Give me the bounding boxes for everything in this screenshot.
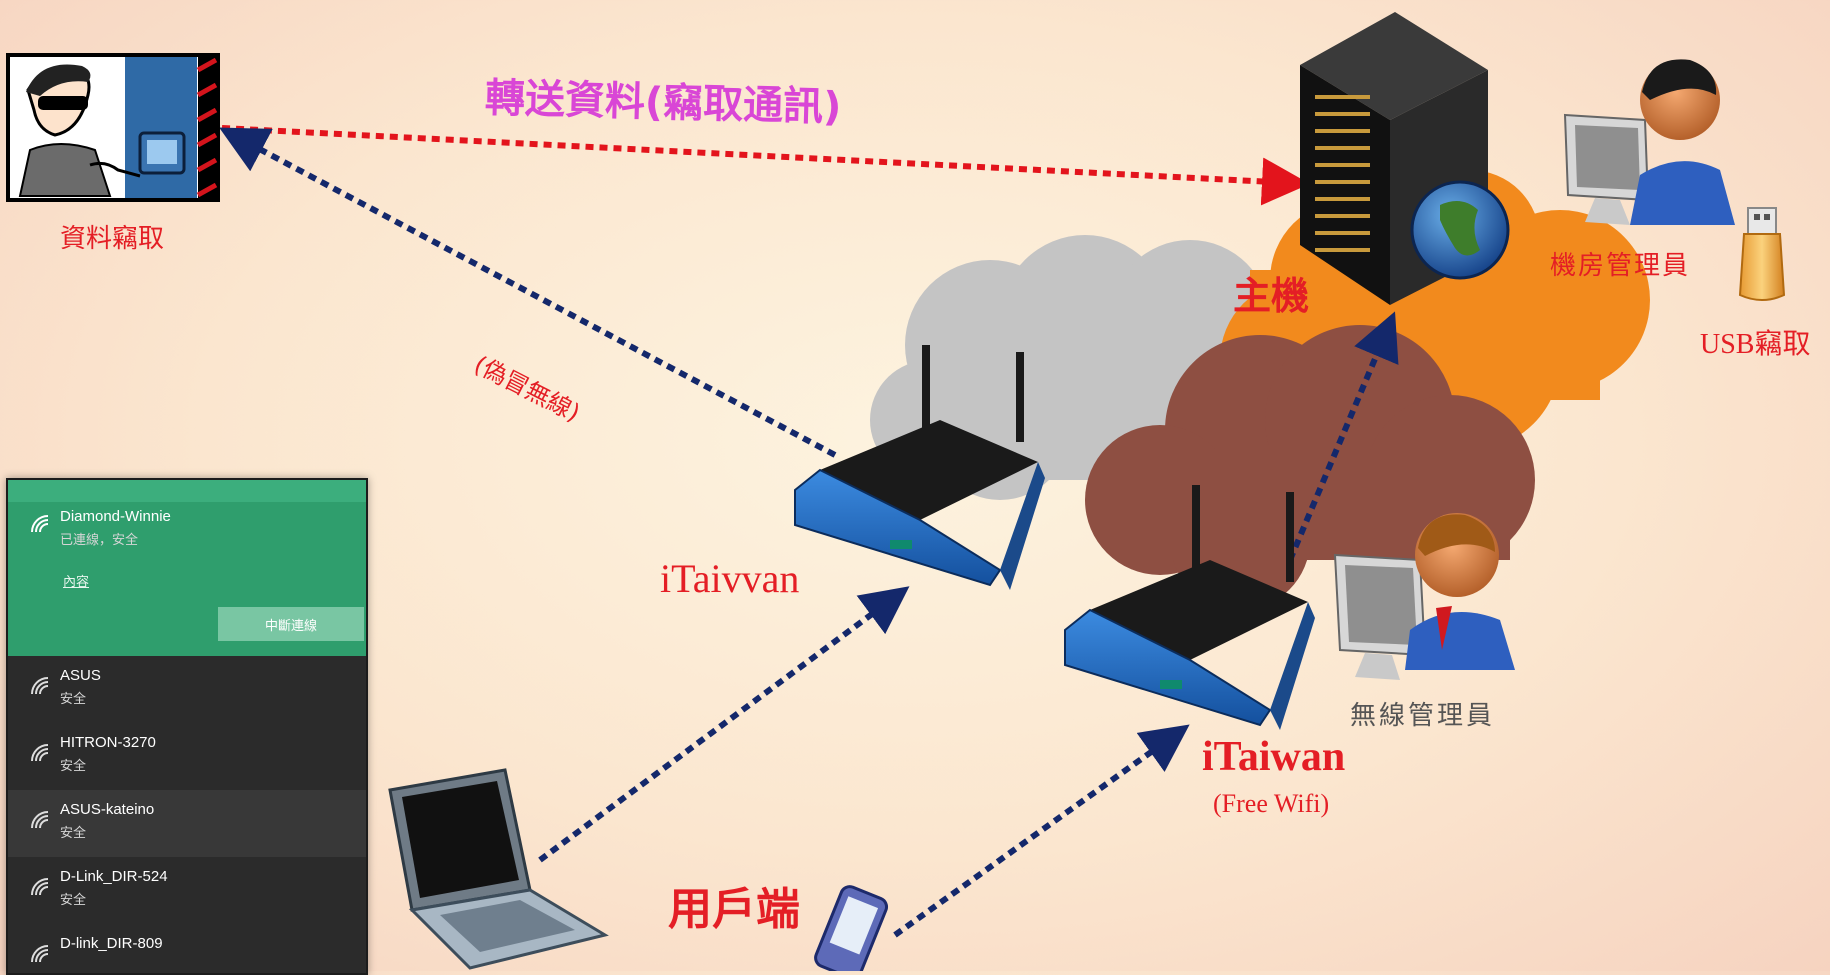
network-security: 安全 [60,825,87,840]
wifi-icon [31,811,49,829]
network-item[interactable]: ASUS 安全 [8,656,366,723]
hacker-icon [6,53,220,202]
properties-link[interactable]: 內容 [63,574,90,589]
server-icon [1300,12,1510,305]
wireless-admin-icon [1333,513,1515,680]
network-security: 安全 [60,758,87,773]
wireless-admin-label: 無線管理員 [1350,701,1496,730]
client-label: 用戶端 [668,884,800,935]
connected-ssid: Diamond-Winnie [60,508,171,525]
network-ssid: ASUS-kateino [60,801,155,818]
usb-drive-icon [1738,207,1786,301]
itaiwan-label: iTaiwan [1202,734,1346,780]
forward-data-label: 轉送資料(竊取通訊) [484,75,842,131]
usb-theft-label: USB竊取 [1700,329,1811,360]
host-label: 主機 [1233,274,1310,318]
server-room-admin-label: 機房管理員 [1550,251,1691,280]
forward-data-arrow [221,125,1310,206]
network-ssid: D-Link_DIR-524 [60,868,168,885]
phone-to-itaiwan-arrow [893,724,1190,938]
brown-cloud [1085,325,1535,610]
data-theft-label: 資料竊取 [60,224,165,254]
disconnect-button[interactable]: 中斷連線 [218,607,364,641]
laptop-to-fake-router-arrow [538,586,910,863]
wifi-icon [31,677,49,695]
network-item[interactable]: D-link_DIR-809 [8,924,366,973]
network-item[interactable]: ASUS-kateino 安全 [8,790,366,857]
wifi-icon [31,515,49,533]
network-ssid: D-link_DIR-809 [60,935,163,952]
free-wifi-label: (Free Wifi) [1213,789,1330,818]
laptop-icon [388,768,609,970]
phone-icon [814,885,889,971]
connected-network[interactable]: Diamond-Winnie 已連線，安全 內容 中斷連線 [8,480,366,656]
connected-status: 已連線，安全 [60,532,139,547]
fake-router-icon [794,345,1045,590]
wifi-icon [31,945,49,963]
itaiwan-router-icon [1064,485,1315,730]
network-security: 安全 [60,892,87,907]
server-room-admin-icon [1563,59,1735,225]
wifi-network-list: Diamond-Winnie 已連線，安全 內容 中斷連線 ASUS 安全 HI… [6,478,368,975]
network-ssid: ASUS [60,667,101,684]
network-security: 安全 [60,691,87,706]
wifi-icon [31,744,49,762]
network-item[interactable]: HITRON-3270 安全 [8,723,366,790]
network-ssid: HITRON-3270 [60,734,156,751]
fake-wireless-arrow [219,127,837,458]
wifi-icon [31,878,49,896]
network-item[interactable]: D-Link_DIR-524 安全 [8,857,366,924]
itaivvan-label: iTaivvan [660,556,800,601]
